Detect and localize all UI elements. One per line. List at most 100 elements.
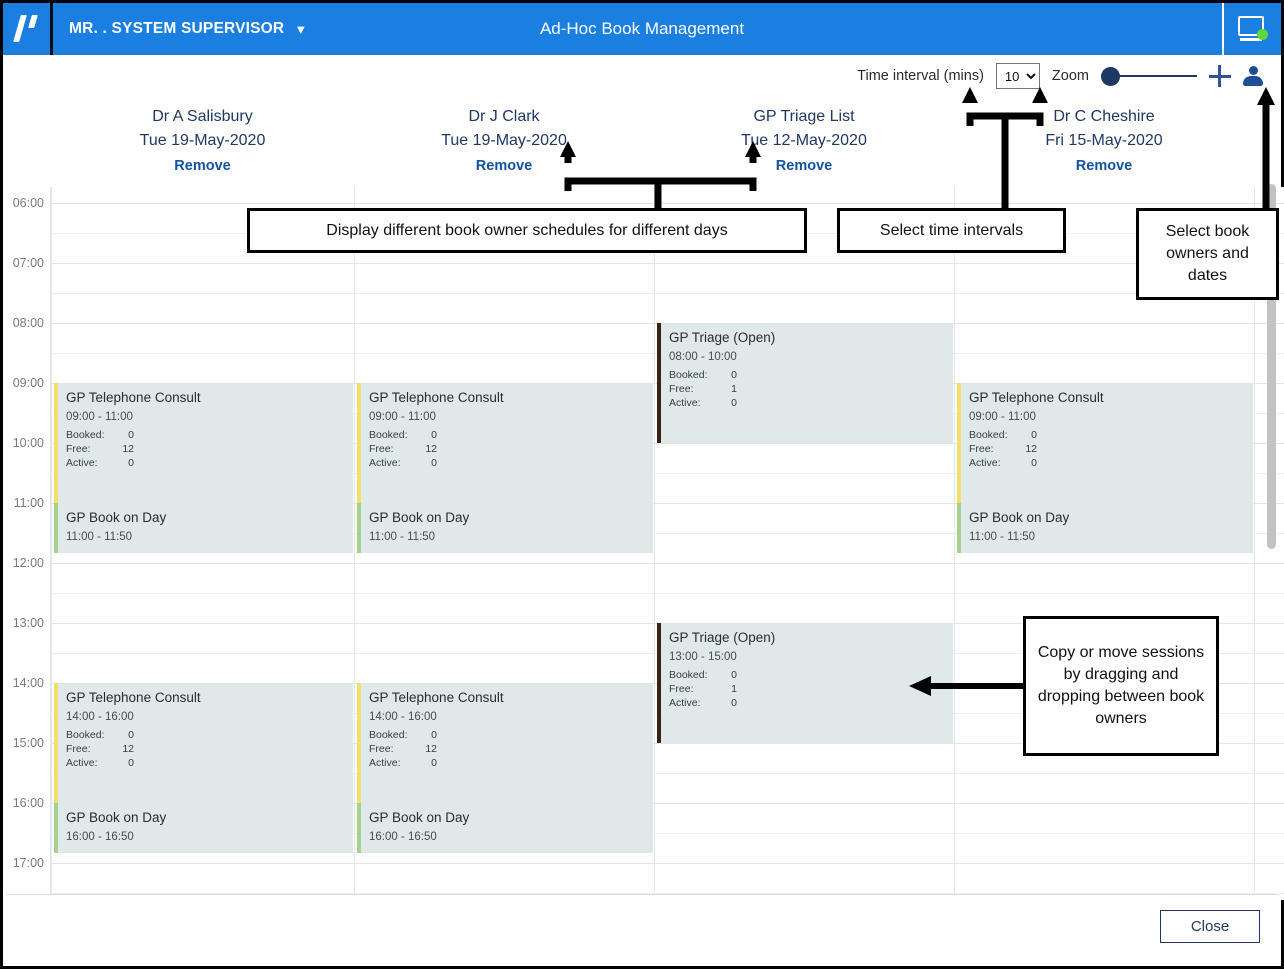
vertical-scrollbar[interactable] xyxy=(1267,184,1276,549)
free-value: 12 xyxy=(425,743,437,755)
session-time: 09:00 - 11:00 xyxy=(969,411,1036,423)
half-hour-gridline xyxy=(51,293,1284,294)
session-title: GP Telephone Consult xyxy=(66,390,201,405)
session-title: GP Book on Day xyxy=(369,810,470,825)
toolbar: Time interval (mins) 10 Zoom xyxy=(857,63,1263,89)
booked-label: Booked: xyxy=(66,429,105,441)
hour-label: 16:00 xyxy=(12,796,44,810)
column-date: Tue 12-May-2020 xyxy=(741,132,867,149)
half-hour-gridline xyxy=(51,533,1284,534)
session-title: GP Telephone Consult xyxy=(369,690,504,705)
remove-column-link[interactable]: Remove xyxy=(174,158,231,174)
title-bar: MR. . SYSTEM SUPERVISOR ▼ Ad-Hoc Book Ma… xyxy=(3,3,1281,55)
annotation-select-time-intervals: Select time intervals xyxy=(837,208,1066,253)
session-title: GP Telephone Consult xyxy=(969,390,1104,405)
column-date: Tue 19-May-2020 xyxy=(139,132,266,149)
active-value: 0 xyxy=(128,757,134,769)
hour-label: 09:00 xyxy=(12,376,44,390)
column-divider xyxy=(51,187,52,900)
hour-label: 08:00 xyxy=(12,316,44,330)
session-title: GP Telephone Consult xyxy=(66,690,201,705)
hour-gridline xyxy=(51,863,1284,864)
free-value: 12 xyxy=(425,443,437,455)
time-interval-label: Time interval (mins) xyxy=(857,68,984,84)
active-value: 0 xyxy=(128,457,134,469)
annotation-display-schedules: Display different book owner schedules f… xyxy=(247,208,807,253)
active-value: 0 xyxy=(431,457,437,469)
user-menu-label: MR. . SYSTEM SUPERVISOR xyxy=(69,20,285,37)
connection-status-button[interactable] xyxy=(1222,3,1281,55)
remove-column-link[interactable]: Remove xyxy=(1075,158,1133,174)
zoom-slider[interactable] xyxy=(1101,65,1197,87)
time-interval-select[interactable]: 10 xyxy=(995,63,1040,89)
close-button[interactable]: Close xyxy=(1160,910,1260,943)
free-label: Free: xyxy=(669,383,694,395)
footer-bar: Close xyxy=(6,894,1278,963)
free-value: 12 xyxy=(122,443,134,455)
hour-label: 11:00 xyxy=(13,496,44,510)
remove-column-link[interactable]: Remove xyxy=(475,158,533,174)
booked-value: 0 xyxy=(128,429,134,441)
remove-column-link[interactable]: Remove xyxy=(775,158,833,174)
session-time: 16:00 - 16:50 xyxy=(369,831,437,843)
column-owner: Dr C Cheshire xyxy=(1053,108,1155,125)
column-divider xyxy=(354,187,355,900)
active-value: 0 xyxy=(1031,457,1037,469)
user-menu[interactable]: MR. . SYSTEM SUPERVISOR ▼ xyxy=(53,20,307,38)
hour-label: 12:00 xyxy=(12,556,44,570)
booked-value: 0 xyxy=(431,429,437,441)
session-title: GP Book on Day xyxy=(66,810,167,825)
vision-logo xyxy=(3,3,53,55)
free-label: Free: xyxy=(369,443,394,455)
half-hour-gridline xyxy=(51,893,1284,894)
session-block[interactable]: GP Book on Day 16:00 - 16:50 xyxy=(357,803,653,853)
person-icon[interactable] xyxy=(1243,65,1263,87)
hour-gridline xyxy=(51,563,1284,564)
column-date: Fri 15-May-2020 xyxy=(1045,132,1163,149)
hour-gridline xyxy=(51,803,1284,804)
plus-icon[interactable] xyxy=(1209,65,1231,87)
hour-label: 13:00 xyxy=(12,616,44,630)
active-label: Active: xyxy=(369,757,401,769)
zoom-slider-handle[interactable] xyxy=(1101,67,1120,86)
hour-gridline xyxy=(51,443,1284,444)
session-time: 11:00 - 11:50 xyxy=(369,531,436,543)
session-title: GP Triage (Open) xyxy=(669,330,776,345)
session-time: 16:00 - 16:50 xyxy=(66,831,134,843)
free-value: 1 xyxy=(731,383,737,395)
booked-value: 0 xyxy=(1031,429,1037,441)
hour-gridline xyxy=(51,743,1284,744)
session-block[interactable]: GP Book on Day 16:00 - 16:50 xyxy=(54,803,353,853)
hour-label: 14:00 xyxy=(12,676,44,690)
column-owner: Dr A Salisbury xyxy=(152,108,253,125)
session-time: 11:00 - 11:50 xyxy=(969,531,1036,543)
booked-label: Booked: xyxy=(369,429,408,441)
hour-label: 07:00 xyxy=(12,256,44,270)
hour-label: 10:00 xyxy=(12,436,44,450)
column-divider xyxy=(954,187,955,900)
booked-label: Booked: xyxy=(669,669,708,681)
column-divider xyxy=(654,187,655,900)
booked-value: 0 xyxy=(731,669,737,681)
